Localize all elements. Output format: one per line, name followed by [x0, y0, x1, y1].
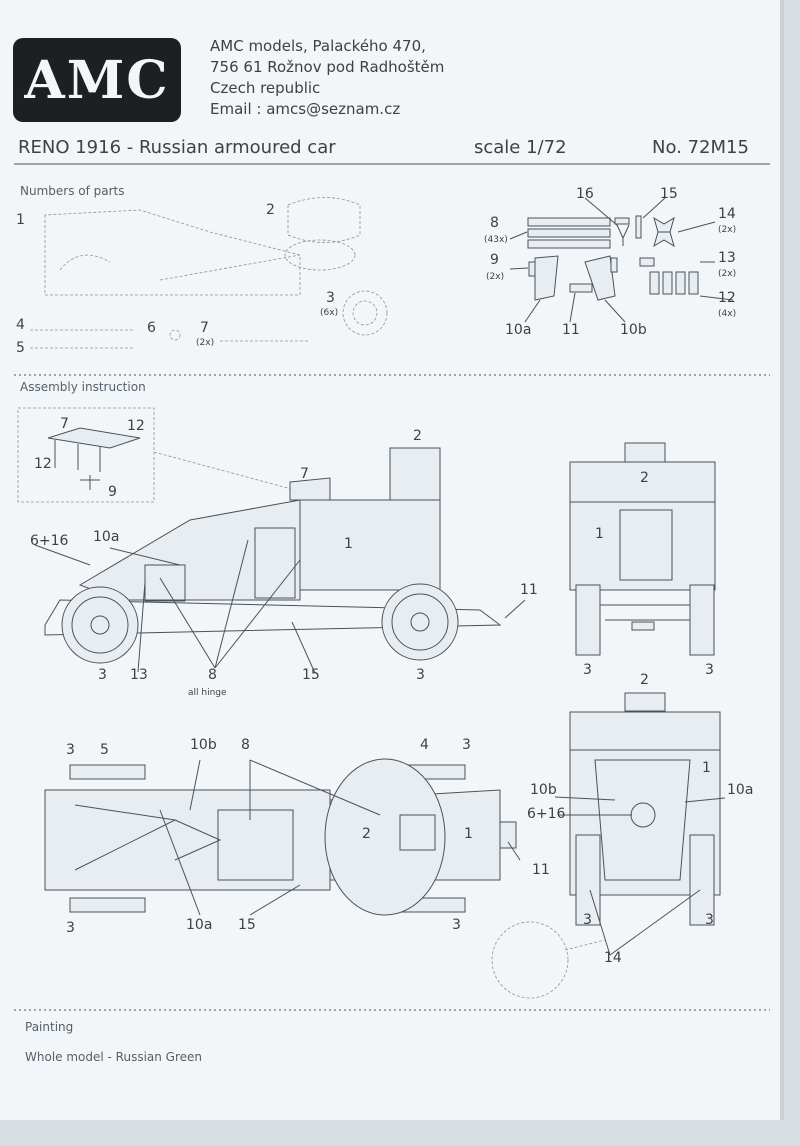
top-label-3-bl: 3	[66, 920, 75, 936]
parts-section-title: Numbers of parts	[20, 184, 125, 198]
side-label-2: 2	[413, 428, 422, 444]
rear-label-2: 2	[640, 470, 649, 486]
front-label-1: 1	[702, 760, 711, 776]
address-email: Email : amcs@seznam.cz	[210, 100, 401, 118]
photo-etch-fret	[509, 197, 734, 323]
top-label-8: 8	[241, 737, 250, 753]
pe-label-13: 13	[718, 250, 736, 266]
assembly-section-title: Assembly instruction	[20, 380, 146, 394]
side-label-7: 7	[300, 466, 309, 482]
side-label-all-hinge: all hinge	[188, 688, 227, 698]
amc-logo: AMC	[13, 38, 181, 122]
part-1-body-drawing	[44, 209, 301, 296]
side-label-8: 8	[208, 667, 217, 683]
top-label-3-tl: 3	[66, 742, 75, 758]
top-label-1: 1	[464, 826, 473, 842]
pe-label-8: 8	[490, 215, 499, 231]
front-label-2: 2	[640, 672, 649, 688]
side-label-3-front: 3	[98, 667, 107, 683]
side-label-15: 15	[302, 667, 320, 683]
address-block: AMC models, Palackého 470, 756 61 Rožnov…	[210, 36, 444, 120]
part-label-7: 7	[200, 320, 209, 336]
front-label-3-right: 3	[705, 912, 714, 928]
part-label-6: 6	[147, 320, 156, 336]
pe-label-14: 14	[718, 206, 736, 222]
painting-title: Painting	[25, 1020, 74, 1034]
front-label-10b: 10b	[530, 782, 557, 798]
top-label-2: 2	[362, 826, 371, 842]
address-line-2: 756 61 Rožnov pod Radhoštěm	[210, 58, 445, 76]
front-view-drawing	[491, 692, 726, 999]
part-3-wheel-drawing	[342, 290, 388, 336]
top-label-10a: 10a	[186, 917, 213, 933]
front-label-14: 14	[604, 950, 622, 966]
side-label-13: 13	[130, 667, 148, 683]
rear-view-drawing	[569, 442, 716, 656]
side-label-6-16: 6+16	[30, 533, 69, 549]
side-label-1: 1	[344, 536, 353, 552]
part-label-1: 1	[16, 212, 25, 228]
logo-text: AMC	[24, 50, 170, 111]
pe-qty-14: (2x)	[718, 225, 737, 235]
part-2-turret-drawing	[284, 197, 361, 271]
top-label-4: 4	[420, 737, 429, 753]
part-qty-3: (6x)	[320, 308, 339, 318]
part-qty-7: (2x)	[196, 338, 215, 348]
detail-label-9: 9	[108, 484, 117, 500]
top-label-10b: 10b	[190, 737, 217, 753]
top-label-15: 15	[238, 917, 256, 933]
pe-label-10b: 10b	[620, 322, 647, 338]
side-label-3-rear: 3	[416, 667, 425, 683]
pe-label-16: 16	[576, 186, 594, 202]
pe-label-9: 9	[490, 252, 499, 268]
pe-label-11: 11	[562, 322, 580, 338]
pe-label-10a: 10a	[505, 322, 532, 338]
front-label-6-16: 6+16	[527, 806, 566, 822]
pe-qty-12: (4x)	[718, 309, 737, 319]
part-label-3: 3	[326, 290, 335, 306]
rear-label-1: 1	[595, 526, 604, 542]
top-label-5: 5	[100, 742, 109, 758]
detail-inset-vision-slit	[17, 407, 296, 503]
top-label-3-br: 3	[452, 917, 461, 933]
pe-qty-13: (2x)	[718, 269, 737, 279]
top-view-drawing	[44, 758, 521, 916]
front-label-3-left: 3	[583, 912, 592, 928]
part-label-4: 4	[16, 317, 25, 333]
address-line-3: Czech republic	[210, 79, 321, 97]
front-label-10a: 10a	[727, 782, 754, 798]
top-label-3-tr: 3	[462, 737, 471, 753]
rear-label-3-left: 3	[583, 662, 592, 678]
rear-label-3-right: 3	[705, 662, 714, 678]
catalog-number: No. 72M15	[652, 137, 749, 158]
top-label-11: 11	[532, 862, 550, 878]
part-6-7-small	[169, 329, 310, 342]
detail-label-12-right: 12	[127, 418, 145, 434]
address-line-1: AMC models, Palackého 470,	[210, 37, 426, 55]
side-label-10a: 10a	[93, 529, 120, 545]
side-view-drawing	[34, 447, 526, 674]
part-4-5-axles	[30, 329, 135, 349]
scale-label: scale 1/72	[474, 137, 567, 158]
detail-label-12-left: 12	[34, 456, 52, 472]
pe-label-12: 12	[718, 290, 736, 306]
painting-text: Whole model - Russian Green	[25, 1050, 203, 1064]
pe-qty-8: (43x)	[484, 235, 508, 245]
pe-label-15: 15	[660, 186, 678, 202]
technical-drawings	[14, 163, 770, 1011]
detail-label-7: 7	[60, 416, 69, 432]
product-title: RENO 1916 - Russian armoured car	[18, 137, 336, 158]
side-label-11: 11	[520, 582, 538, 598]
pe-qty-9: (2x)	[486, 272, 505, 282]
part-label-2: 2	[266, 202, 275, 218]
part-label-5: 5	[16, 340, 25, 356]
